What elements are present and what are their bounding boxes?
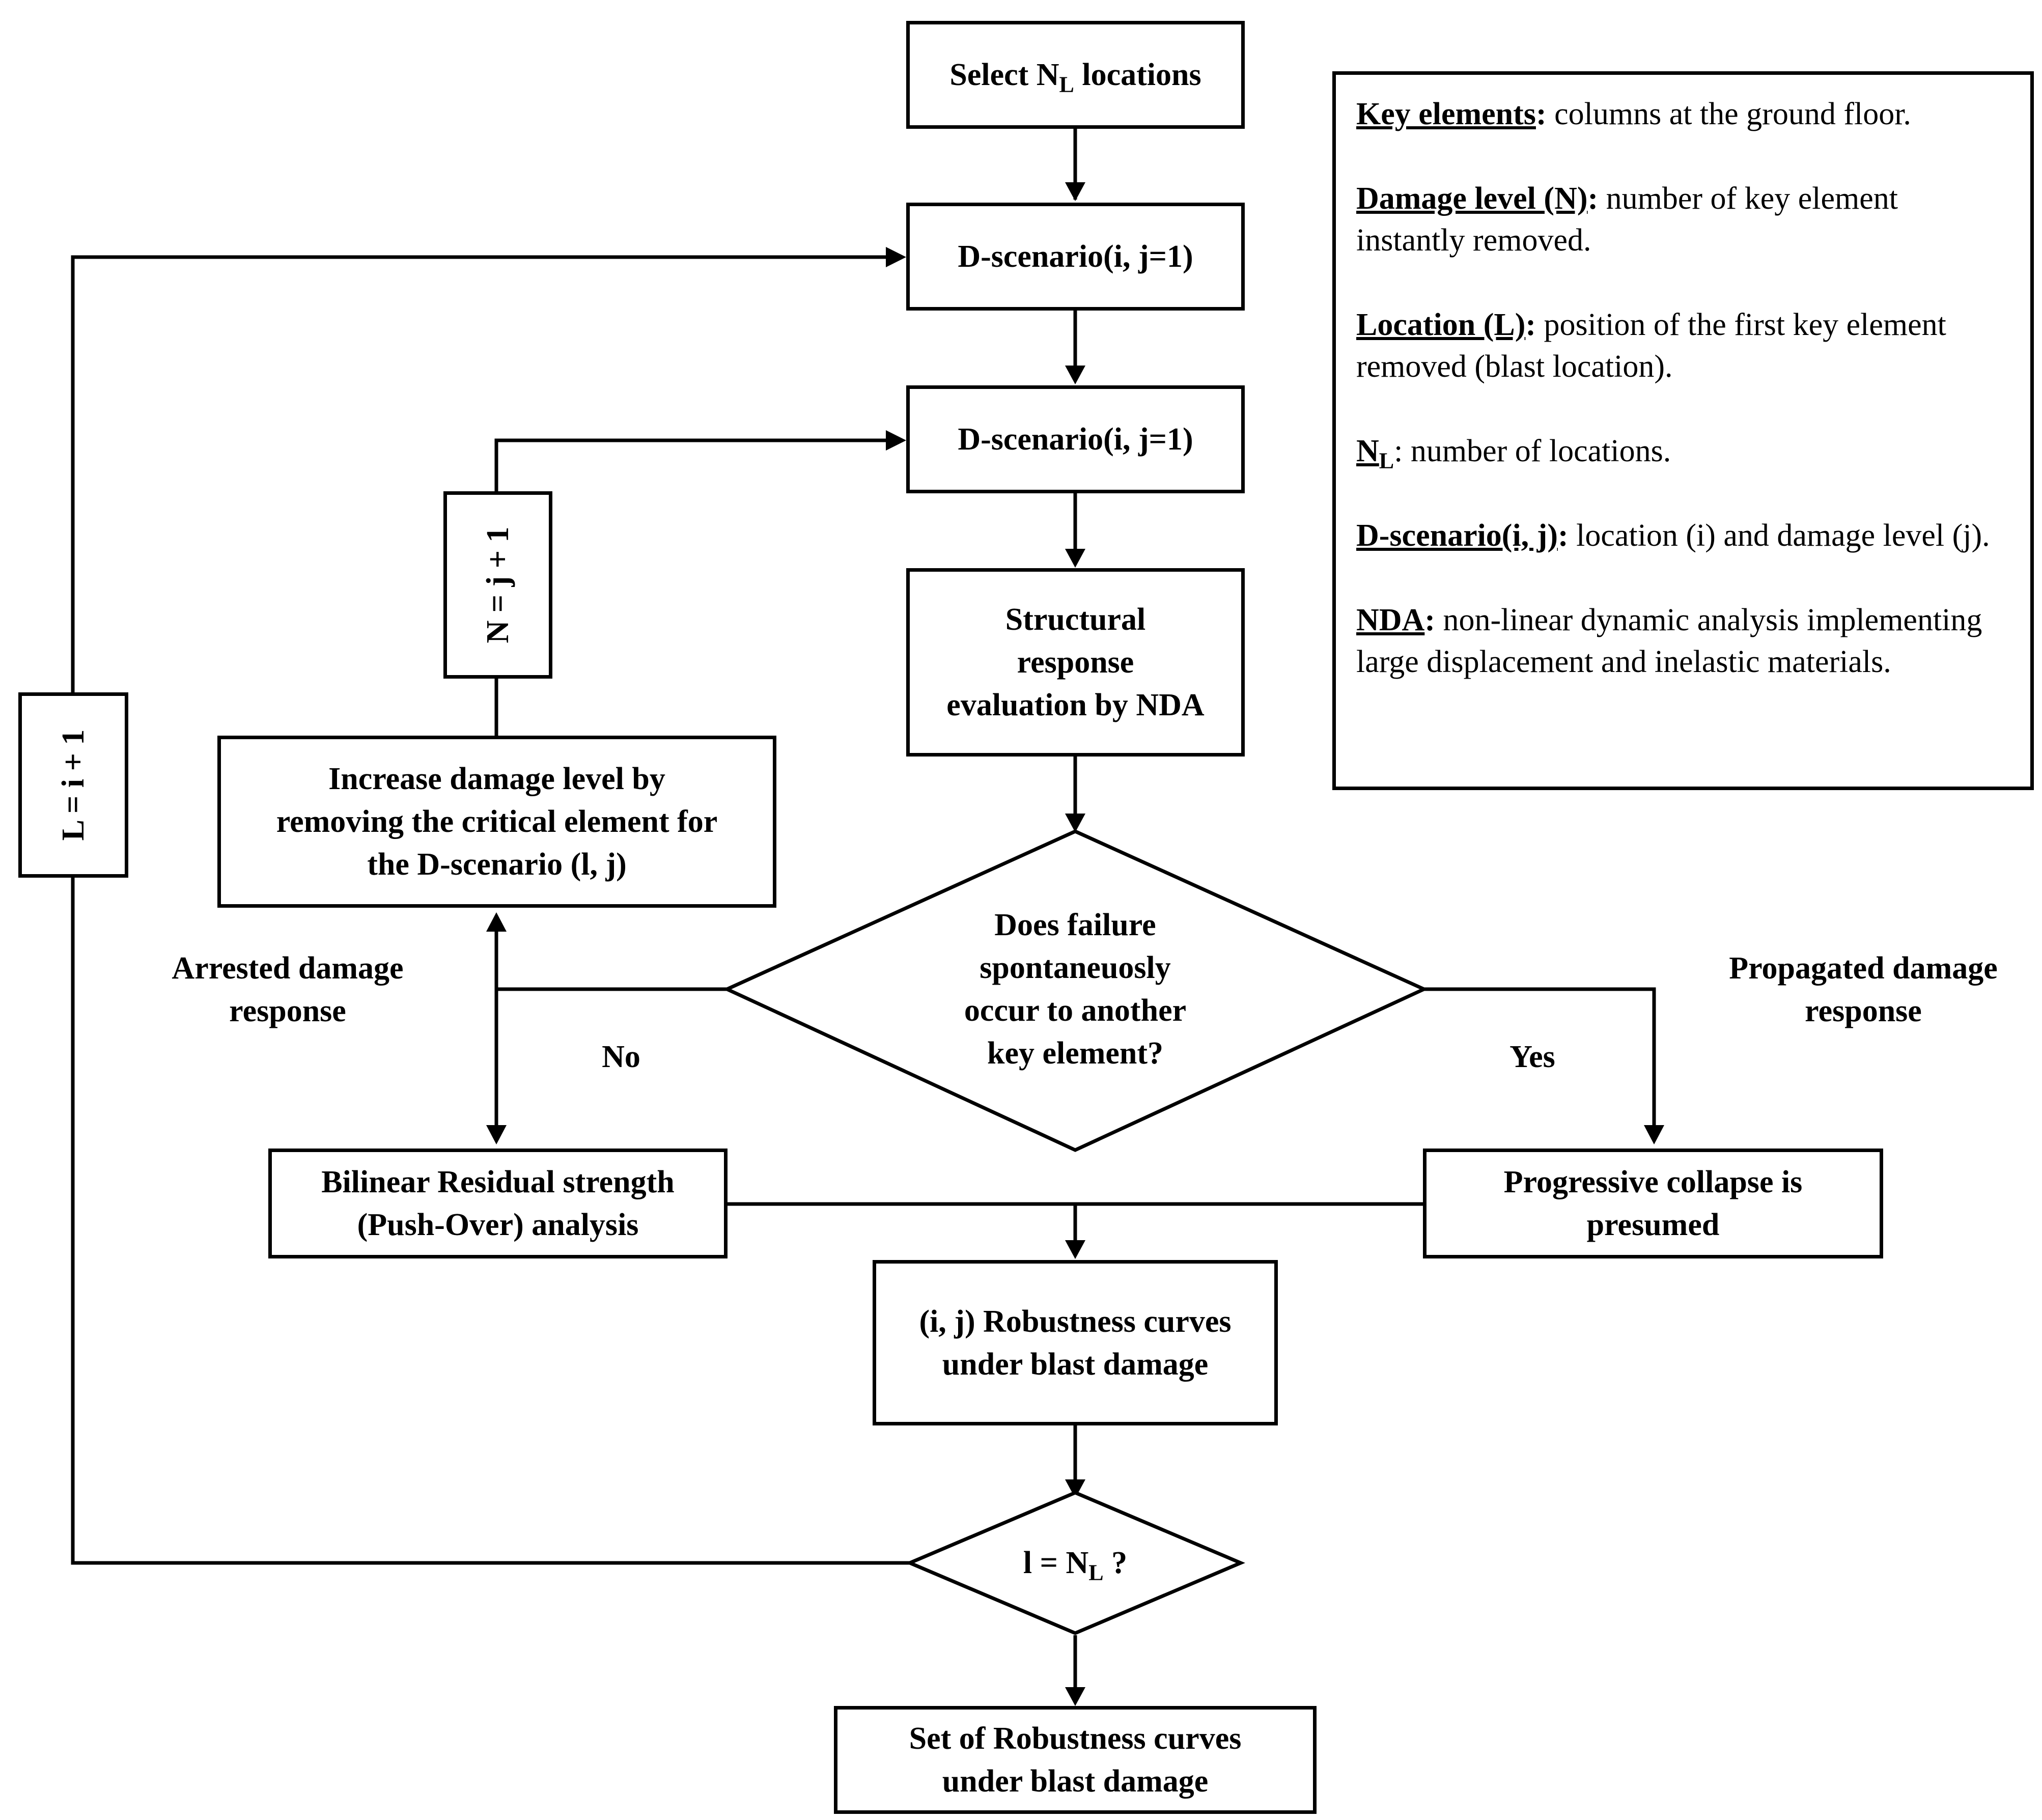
arrowhead: [1644, 1125, 1664, 1144]
dscenario-box-inner: D-scenario(i, j=1): [906, 385, 1245, 493]
set-robustness-box: Set of Robustness curves under blast dam…: [834, 1706, 1317, 1814]
propagated-damage-label: Propagated damage response: [1729, 951, 1998, 1028]
check-diamond: [905, 1491, 1245, 1635]
legend-item-key-elements: Key elements: columns at the ground floo…: [1356, 97, 1911, 131]
arrowhead: [486, 1125, 507, 1144]
check-text: l = NL ?: [1023, 1546, 1128, 1585]
n-update-box: N = j + 1: [443, 491, 552, 679]
arrowhead: [1065, 1687, 1085, 1706]
arrowhead: [1065, 1479, 1085, 1498]
arrowhead: [1065, 814, 1085, 832]
progressive-collapse-box: Progressive collapse is presumed: [1423, 1149, 1883, 1258]
dscenario-box-outer: D-scenario(i, j=1): [906, 203, 1245, 311]
arrowhead: [1065, 1240, 1085, 1259]
arrowhead: [886, 430, 906, 451]
structural-response-box: Structural response evaluation by NDA: [906, 568, 1245, 757]
decision-diamond: [722, 829, 1429, 1152]
yes-label: Yes: [1509, 1040, 1555, 1074]
arrowhead: [1065, 366, 1085, 384]
robustness-ij-box: (i, j) Robustness curves under blast dam…: [873, 1260, 1278, 1425]
legend-item-location: Location (L): position of the first key …: [1356, 307, 1946, 384]
select-locations-box: Select NL locations: [906, 21, 1245, 129]
arrowhead: [486, 912, 507, 932]
loop-l-line: [71, 877, 910, 1565]
arrowhead: [1065, 549, 1085, 568]
increase-damage-box: Increase damage level by removing the cr…: [217, 736, 776, 908]
arrested-damage-label: Arrested damage response: [172, 951, 404, 1028]
l-update-box: L = i + 1: [18, 692, 128, 878]
decision-text: Does failure spontaneuosly occur to anot…: [964, 908, 1187, 1071]
no-label: No: [602, 1040, 640, 1074]
legend-item-nl: NL: number of locations.: [1356, 434, 1671, 473]
legend-item-nda: NDA: non-linear dynamic analysis impleme…: [1356, 603, 1982, 679]
arrowhead: [886, 247, 906, 267]
arrowhead: [1065, 182, 1085, 201]
definitions-legend: Key elements: columns at the ground floo…: [1332, 71, 2034, 790]
legend-item-dscenario: D-scenario(i, j): location (i) and damag…: [1356, 518, 1990, 553]
legend-item-damage-level: Damage level (N): number of key element …: [1356, 181, 1898, 258]
bilinear-analysis-box: Bilinear Residual strength (Push-Over) a…: [268, 1149, 728, 1258]
